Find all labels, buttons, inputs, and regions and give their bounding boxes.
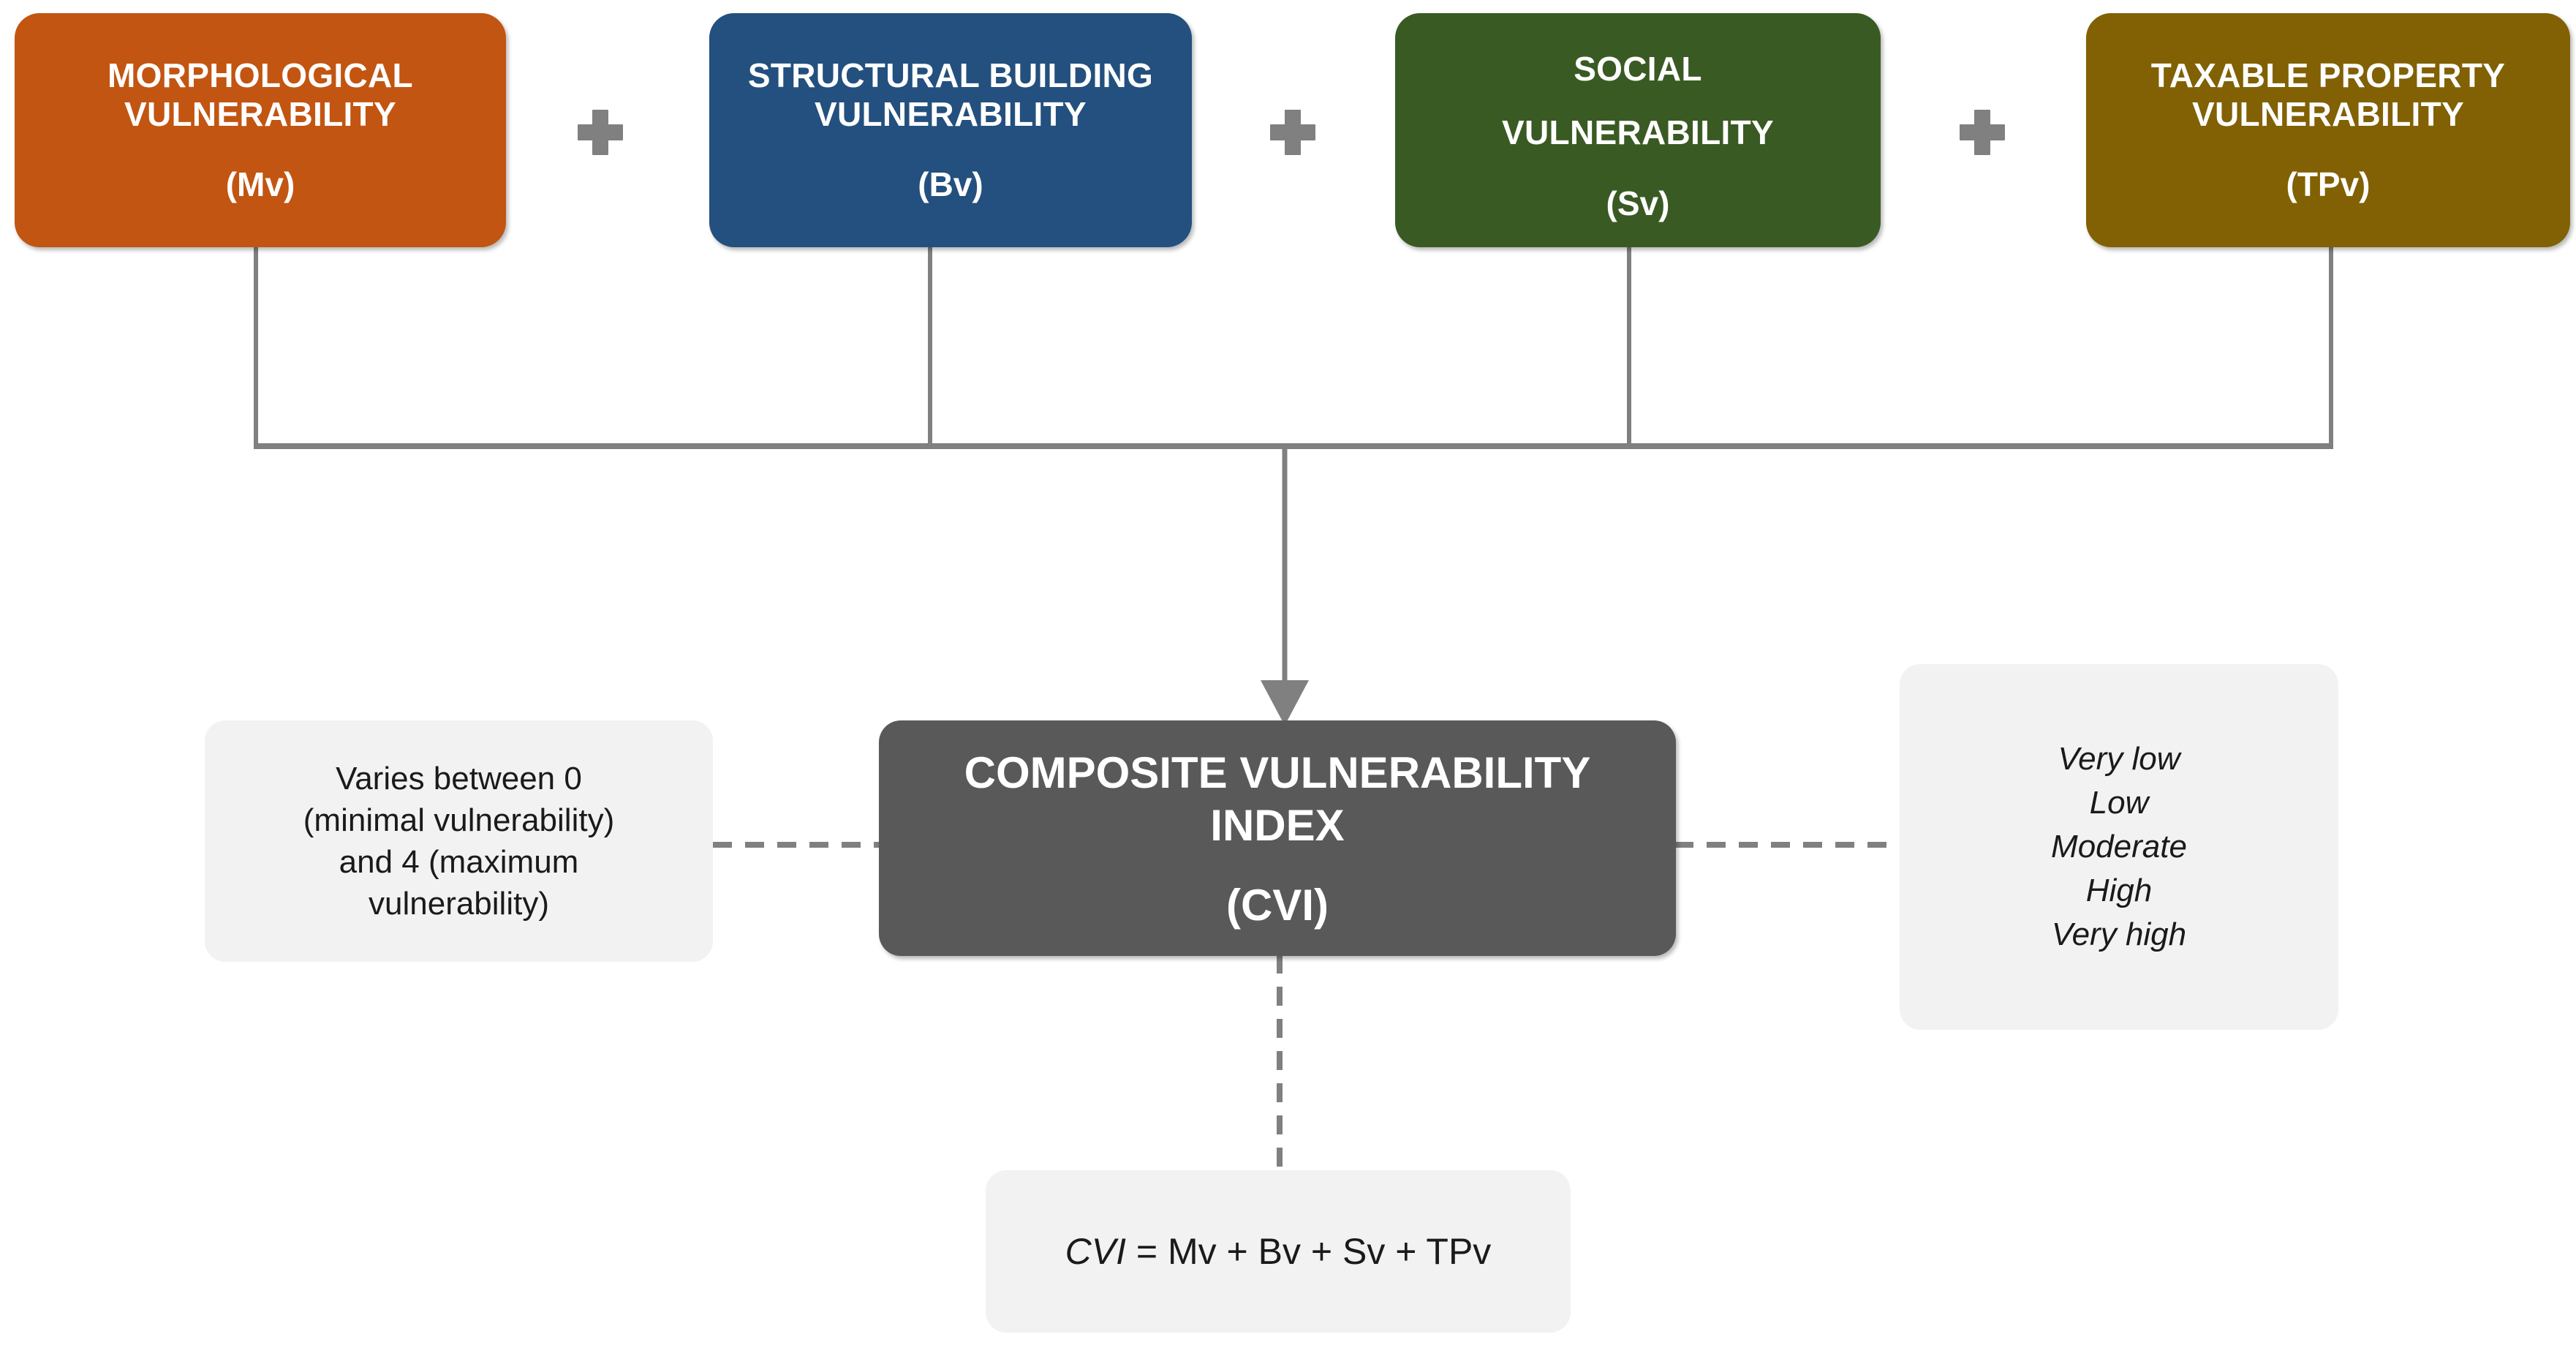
component-title-mv: MORPHOLOGICAL VULNERABILITY bbox=[107, 56, 413, 135]
note-line: High bbox=[2085, 872, 2153, 908]
component-title-bv: STRUCTURAL BUILDING VULNERABILITY bbox=[748, 56, 1153, 135]
component-abbr-bv: (Bv) bbox=[918, 165, 983, 204]
plus-icon bbox=[1270, 110, 1315, 155]
component-title-line2: VULNERABILITY bbox=[1502, 113, 1774, 151]
note-value-range: Varies between 0 (minimal vulnerability)… bbox=[205, 720, 713, 962]
component-abbr-mv: (Mv) bbox=[225, 165, 295, 204]
component-title-line1: SOCIAL bbox=[1574, 49, 1702, 88]
component-title-line2: VULNERABILITY bbox=[2192, 95, 2464, 133]
note-line: vulnerability) bbox=[369, 886, 549, 922]
result-abbr: (CVI) bbox=[1226, 880, 1329, 930]
note-line: Varies between 0 bbox=[336, 760, 582, 797]
plus-icon bbox=[1960, 110, 2005, 155]
formula-variable: CVI bbox=[1065, 1231, 1127, 1272]
note-line: and 4 (maximum bbox=[339, 844, 579, 880]
note-line: Very low bbox=[2058, 741, 2180, 777]
note-vulnerability-classes: Very low Low Moderate High Very high bbox=[1900, 664, 2338, 1030]
component-box-social-vulnerability[interactable]: SOCIAL VULNERABILITY (Sv) bbox=[1395, 13, 1881, 247]
plus-icon bbox=[578, 110, 623, 155]
formula-expression: = Mv + Bv + Sv + TPv bbox=[1126, 1231, 1492, 1272]
formula-text: CVI = Mv + Bv + Sv + TPv bbox=[1065, 1230, 1492, 1273]
component-title-tpv: TAXABLE PROPERTY VULNERABILITY bbox=[2151, 56, 2505, 135]
component-title-line2: VULNERABILITY bbox=[124, 95, 396, 133]
note-line: Low bbox=[2089, 785, 2149, 821]
component-abbr-sv: (Sv) bbox=[1606, 184, 1670, 223]
component-title-line1: MORPHOLOGICAL bbox=[107, 56, 413, 94]
result-title-line1: COMPOSITE VULNERABILITY bbox=[964, 748, 1591, 797]
component-box-morphological-vulnerability[interactable]: MORPHOLOGICAL VULNERABILITY (Mv) bbox=[15, 13, 506, 247]
note-line: (minimal vulnerability) bbox=[303, 802, 615, 838]
result-title-line2: INDEX bbox=[1210, 800, 1345, 850]
result-box-composite-vulnerability-index[interactable]: COMPOSITE VULNERABILITY INDEX (CVI) bbox=[879, 720, 1676, 956]
note-line: Moderate bbox=[2051, 829, 2187, 865]
component-title-line1: STRUCTURAL BUILDING bbox=[747, 56, 1154, 94]
component-abbr-tpv: (TPv) bbox=[2286, 165, 2371, 204]
note-line: Very high bbox=[2051, 916, 2187, 952]
connector-cvi-arrow-head bbox=[1261, 680, 1309, 726]
component-title-line2: VULNERABILITY bbox=[815, 95, 1087, 133]
component-box-taxable-property-vulnerability[interactable]: TAXABLE PROPERTY VULNERABILITY (TPv) bbox=[2086, 13, 2570, 247]
component-title-line1: TAXABLE PROPERTY bbox=[2150, 56, 2506, 94]
component-box-structural-building-vulnerability[interactable]: STRUCTURAL BUILDING VULNERABILITY (Bv) bbox=[709, 13, 1192, 247]
result-title: COMPOSITE VULNERABILITY INDEX bbox=[964, 747, 1591, 852]
component-title-sv: SOCIAL VULNERABILITY bbox=[1502, 37, 1774, 165]
note-formula: CVI = Mv + Bv + Sv + TPv bbox=[986, 1170, 1571, 1333]
